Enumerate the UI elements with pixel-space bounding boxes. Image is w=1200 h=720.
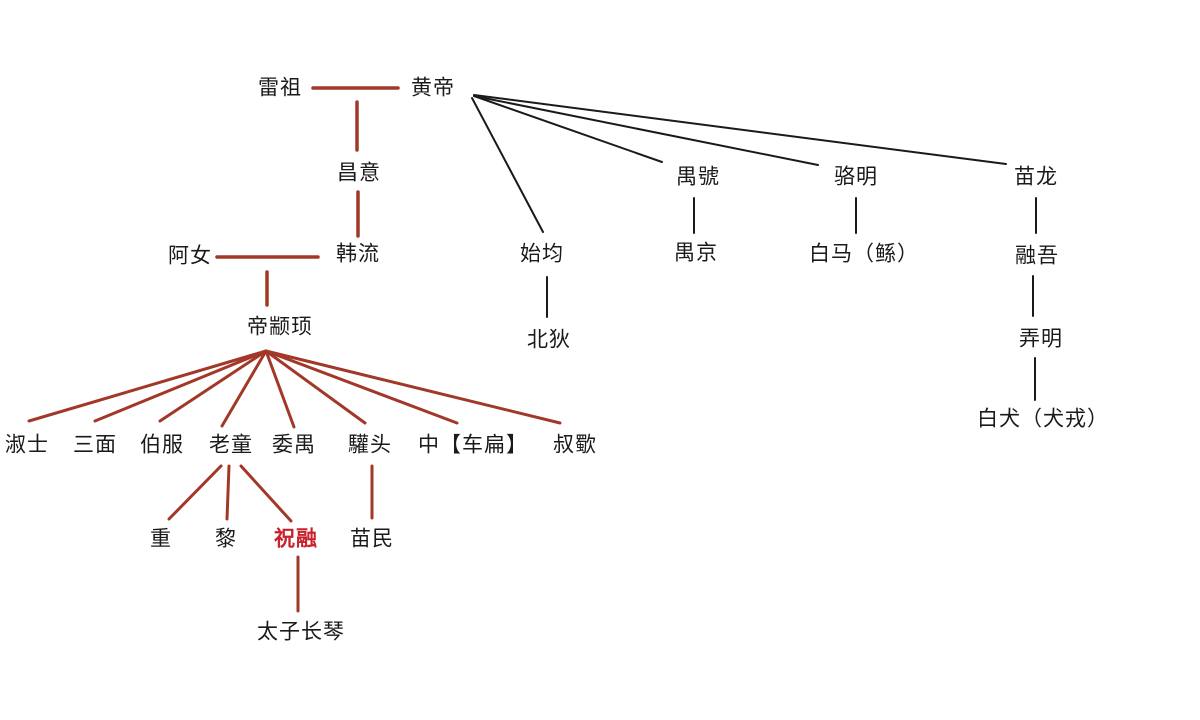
person-yujing: 禺京 (674, 240, 718, 265)
edge-dizhuanxu-zhongchebian (264, 349, 459, 425)
edge-huangdi-shijun (471, 97, 544, 233)
person-zhongchebian: 中【车扁】 (418, 432, 528, 457)
edge-laotong-li (225, 464, 231, 521)
person-miaolong: 苗龙 (1014, 164, 1058, 189)
person-shijun: 始均 (520, 241, 564, 266)
person-sanmian: 三面 (73, 432, 117, 457)
person-huantou: 驩头 (348, 432, 392, 457)
person-luoming: 骆明 (834, 164, 878, 189)
person-baiquan: 白犬（犬戎） (977, 406, 1109, 431)
edge-dizhuanxu-shuchu (264, 349, 562, 425)
person-zhong: 重 (150, 526, 172, 551)
person-taizichangqin: 太子长琴 (257, 619, 345, 644)
person-anv: 阿女 (168, 243, 212, 268)
edge-huangdi-miaolong (473, 94, 1007, 165)
edge-dizhuanxu-weiyu (264, 349, 296, 429)
edge-dizhuanxu-shushi (27, 349, 268, 423)
person-beidi: 北狄 (527, 327, 571, 352)
person-dizhuanxu: 帝颛顼 (247, 314, 313, 339)
person-leizu: 雷祖 (258, 75, 302, 100)
edge-dizhuanxu-bofu (158, 349, 268, 423)
person-hanliu: 韩流 (336, 241, 380, 266)
person-shushi: 淑士 (5, 432, 49, 457)
edge-laotong-zhong (167, 464, 223, 521)
person-zhurong: 祝融 (274, 526, 318, 551)
person-shuchu: 叔歜 (553, 432, 597, 457)
person-weiyu: 委禺 (272, 432, 316, 457)
person-laotong: 老童 (209, 432, 253, 457)
edge-laotong-zhurong (239, 464, 293, 523)
edge-dizhuanxu-laotong (220, 349, 268, 428)
person-baima: 白马（鲧） (809, 241, 919, 266)
edge-dizhuanxu-huantou (264, 349, 367, 425)
person-bofu: 伯服 (140, 432, 184, 457)
edge-huangdi-yuhao (473, 95, 663, 163)
person-changyi: 昌意 (337, 160, 381, 185)
person-rongwu: 融吾 (1015, 243, 1059, 268)
person-huangdi: 黄帝 (411, 75, 455, 100)
edge-dizhuanxu-sanmian (93, 349, 268, 423)
person-li: 黎 (215, 526, 237, 551)
person-miaomin: 苗民 (350, 526, 394, 551)
person-yuhao: 禺號 (676, 164, 720, 189)
edge-huangdi-luoming (473, 95, 819, 166)
person-nongming: 弄明 (1019, 326, 1063, 351)
